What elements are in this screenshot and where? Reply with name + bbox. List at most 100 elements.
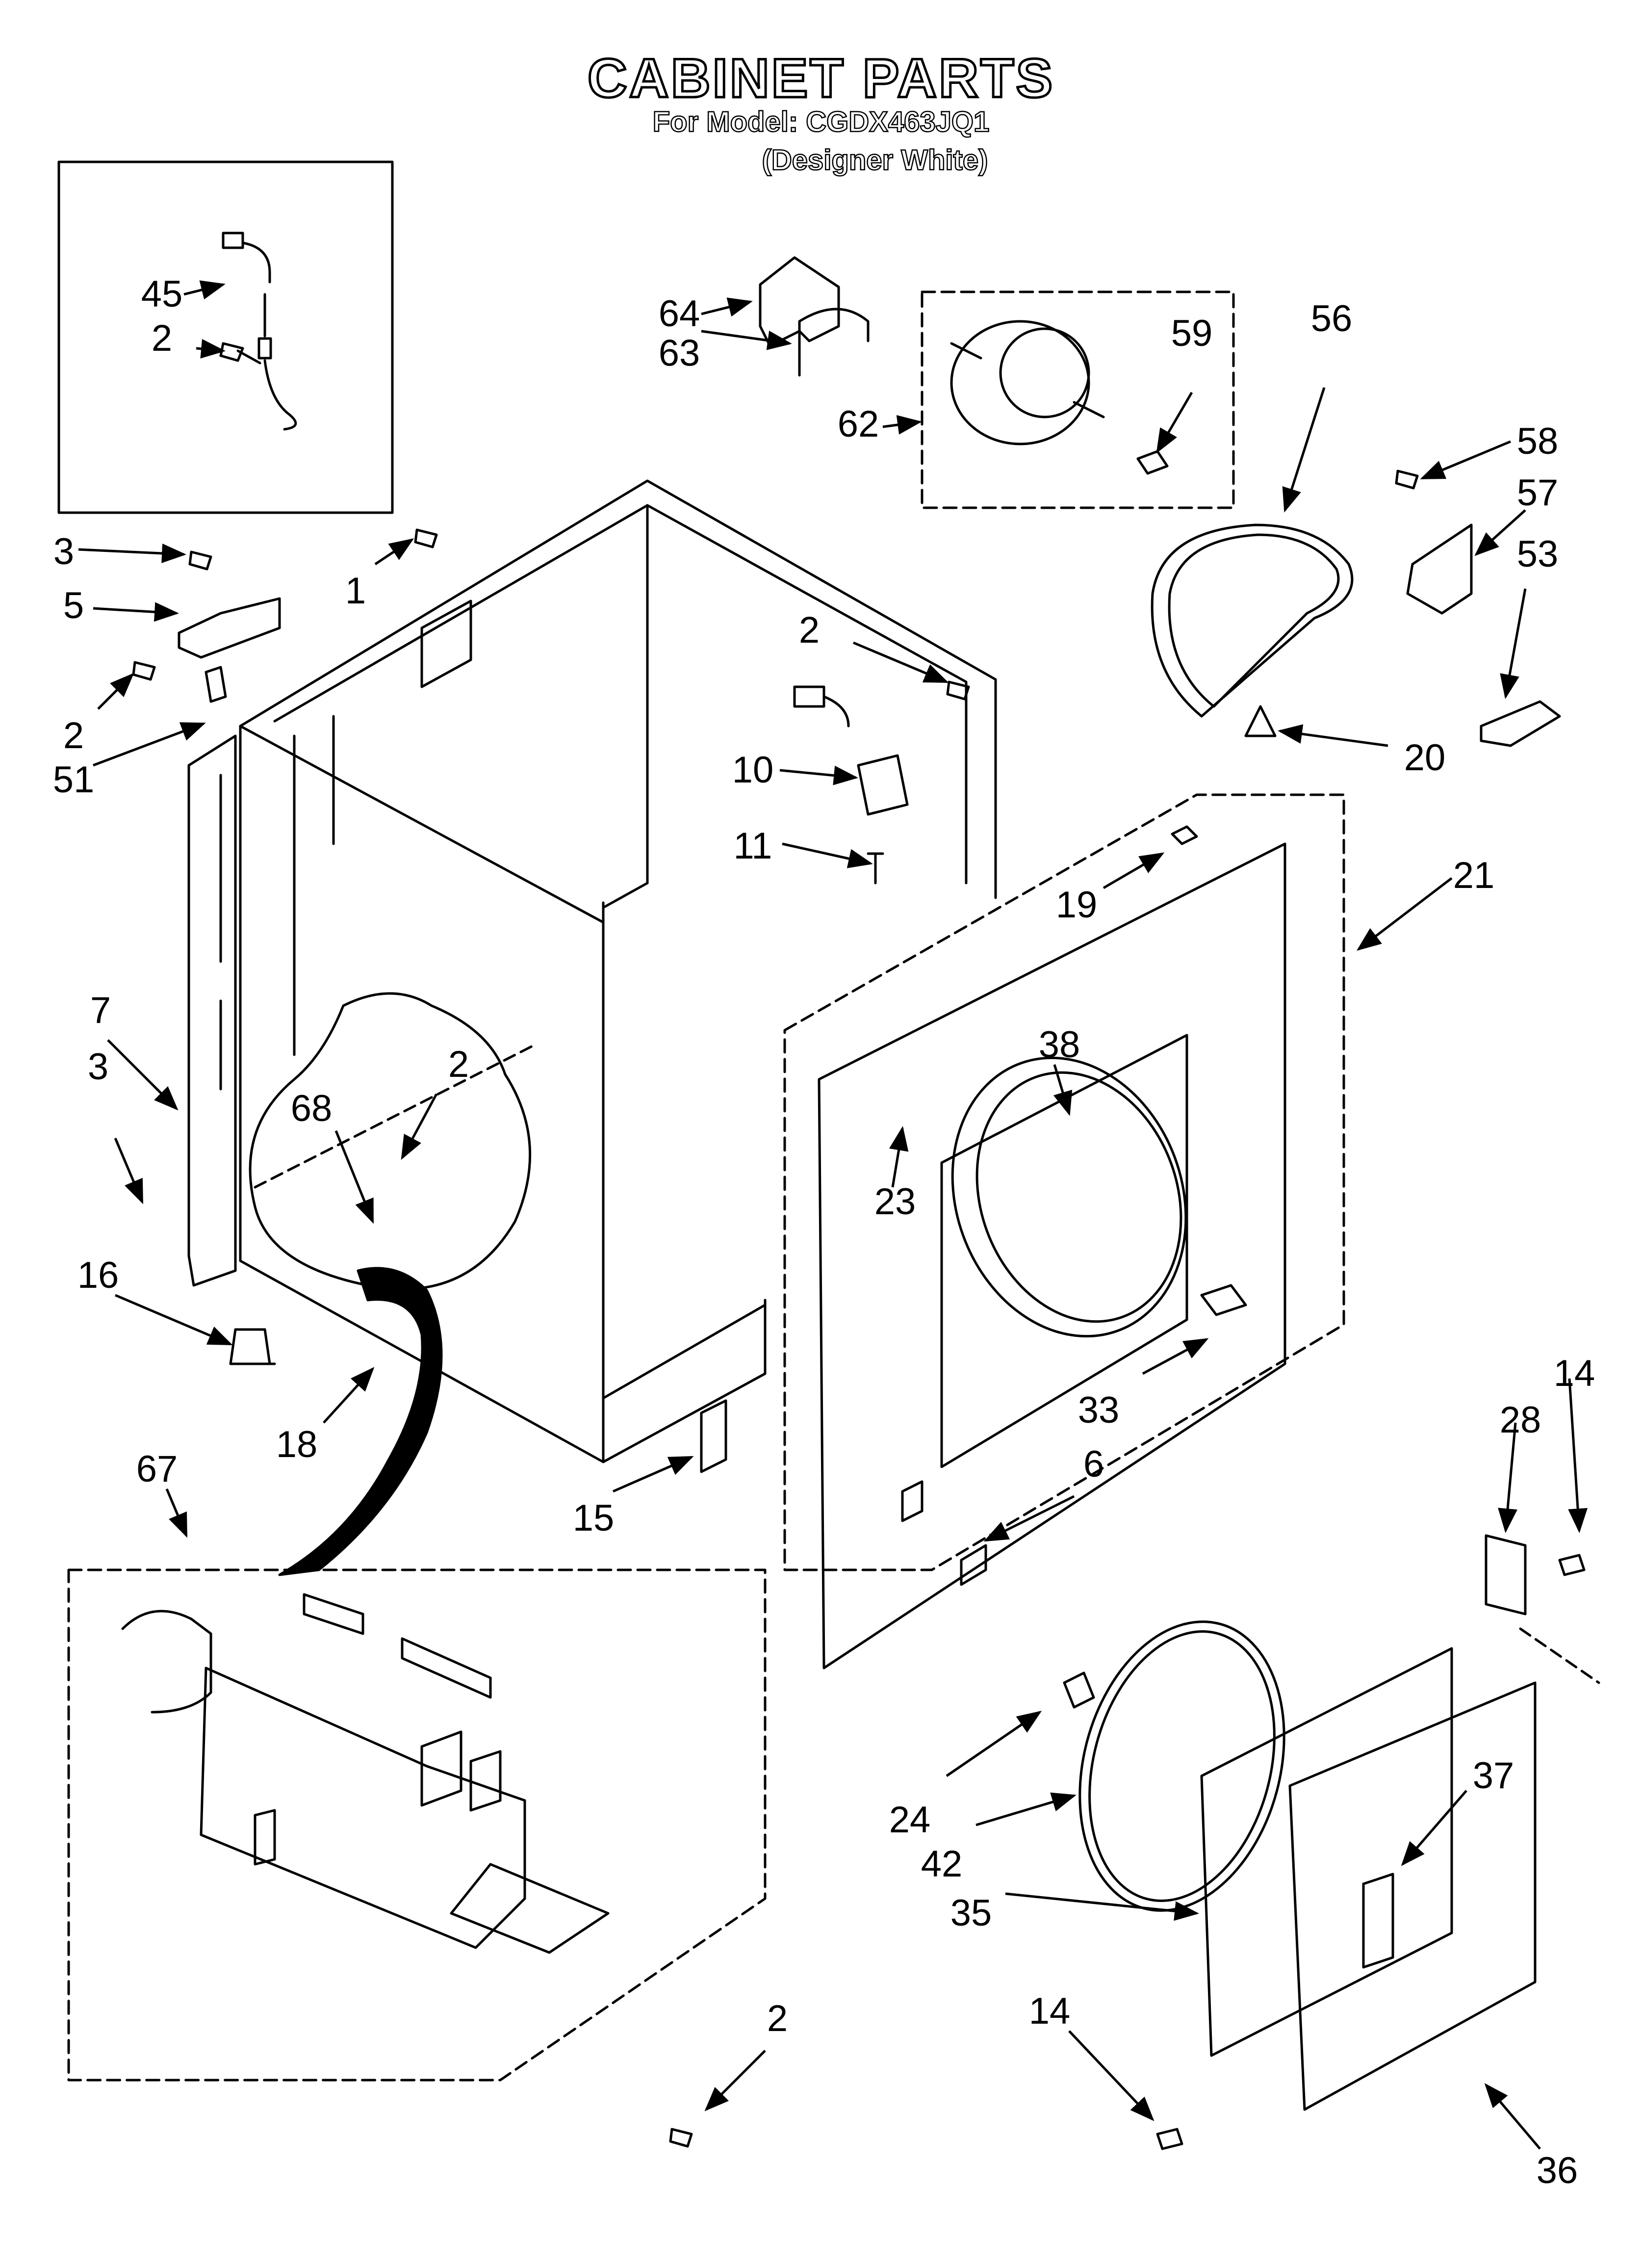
callout-2: 2 xyxy=(448,1043,469,1085)
callout-35: 35 xyxy=(950,1892,992,1934)
leader-14-top xyxy=(1568,1378,1588,1533)
callout-64: 64 xyxy=(658,293,700,335)
callout-2: 2 xyxy=(767,1998,788,2039)
leader-62 xyxy=(882,415,922,435)
diagram-title: CABINET PARTS xyxy=(586,47,1055,110)
front-panel xyxy=(818,842,1286,1669)
callout-10: 10 xyxy=(732,749,774,791)
callout-57: 57 xyxy=(1516,472,1559,514)
leader-28 xyxy=(1498,1422,1517,1533)
callout-16: 16 xyxy=(77,1254,119,1296)
callout-14: 14 xyxy=(1028,1990,1071,2032)
leader-18 xyxy=(323,1367,375,1424)
leader-1 xyxy=(374,538,414,566)
leader-2-bottom xyxy=(704,2050,766,2112)
leader-57 xyxy=(1474,509,1526,556)
clip-51 xyxy=(205,666,227,703)
callout-67: 67 xyxy=(136,1448,178,1490)
leader-24 xyxy=(946,1711,1042,1777)
handle-37 xyxy=(1362,1873,1394,1969)
idler-57 xyxy=(1406,523,1473,615)
callout-7: 7 xyxy=(90,990,111,1031)
plate-5 xyxy=(178,597,281,659)
callout-1: 1 xyxy=(345,570,366,612)
clip-19 xyxy=(1171,825,1198,845)
leader-45 xyxy=(183,280,226,300)
callout-51: 51 xyxy=(52,759,95,801)
gasket-42 xyxy=(1078,1620,1285,1912)
callout-36: 36 xyxy=(1536,2150,1578,2191)
callout-37: 37 xyxy=(1472,1755,1514,1797)
callout-2: 2 xyxy=(63,715,84,756)
leader-10 xyxy=(779,765,858,785)
callout-20: 20 xyxy=(1404,737,1446,779)
leader-16 xyxy=(115,1294,233,1346)
gas-line-arrow xyxy=(278,1267,443,1576)
leader-5 xyxy=(93,602,179,622)
motor-group-box xyxy=(921,290,1235,509)
strike-24 xyxy=(1063,1671,1095,1709)
color-variant: (Designer White) xyxy=(761,144,988,177)
side-panel-7 xyxy=(187,734,237,1287)
leader-42 xyxy=(975,1792,1077,1826)
inner-door-35 xyxy=(1200,1647,1453,2057)
callout-14: 14 xyxy=(1553,1353,1595,1394)
callout-6: 6 xyxy=(1083,1443,1104,1485)
hinge-28 xyxy=(1485,1534,1527,1616)
hinge-axis xyxy=(1519,1627,1600,1684)
leader-15 xyxy=(612,1456,694,1493)
screw-icon xyxy=(219,342,261,365)
burner-assembly-67 xyxy=(121,1593,610,1954)
screw-icon xyxy=(867,852,884,885)
outer-door-36 xyxy=(1288,1681,1537,2111)
callout-58: 58 xyxy=(1516,420,1559,462)
latch-6 xyxy=(901,1480,987,1586)
front-panel-group-box xyxy=(783,793,1345,1571)
leader-67 xyxy=(165,1488,188,1538)
callout-63: 63 xyxy=(658,332,700,374)
bracket-15 xyxy=(700,1399,727,1473)
leader-3-bottom xyxy=(114,1138,144,1204)
leader-35 xyxy=(1005,1892,1199,1921)
leader-2-inset xyxy=(196,339,226,359)
leader-21 xyxy=(1357,877,1453,951)
callout-11: 11 xyxy=(733,825,772,867)
screw-icon xyxy=(946,469,1419,701)
callout-19: 19 xyxy=(1055,884,1098,926)
model-number: For Model: CGDX463JQ1 xyxy=(652,105,990,139)
callout-28: 28 xyxy=(1499,1399,1541,1441)
belt-56 xyxy=(1151,523,1354,718)
callout-45: 45 xyxy=(141,273,183,315)
leader-37 xyxy=(1401,1790,1467,1866)
leader-56 xyxy=(1282,387,1326,513)
leader-2-panel xyxy=(401,1093,438,1160)
callout-24: 24 xyxy=(889,1799,931,1841)
screw-icon xyxy=(1156,1554,1586,2150)
callout-23: 23 xyxy=(874,1181,916,1223)
leader-58 xyxy=(1420,440,1511,480)
callout-42: 42 xyxy=(921,1843,963,1885)
callout-38: 38 xyxy=(1038,1024,1080,1066)
leader-38 xyxy=(1053,1064,1073,1116)
leader-2-mid xyxy=(853,641,949,683)
leader-33 xyxy=(1142,1338,1209,1375)
callout-5: 5 xyxy=(63,585,84,626)
leader-3-top xyxy=(78,543,186,563)
callout-18: 18 xyxy=(276,1424,318,1465)
leader-53 xyxy=(1500,588,1527,699)
inset-box xyxy=(57,160,394,514)
drum-opening-38 xyxy=(951,1056,1187,1338)
sensor-harness-45 xyxy=(222,232,297,431)
glide-33 xyxy=(1200,1284,1247,1316)
motor-62 xyxy=(950,320,1105,445)
callout-15: 15 xyxy=(572,1497,615,1539)
leader-63 xyxy=(701,330,792,350)
leader-11 xyxy=(782,842,873,868)
leader-19 xyxy=(1103,852,1165,889)
leader-23 xyxy=(889,1126,909,1188)
inner-tear-panel xyxy=(249,992,536,1291)
callout-2: 2 xyxy=(798,609,820,651)
callout-53: 53 xyxy=(1516,533,1559,575)
door-switch-10 xyxy=(793,685,909,816)
leader-59 xyxy=(1156,391,1193,454)
